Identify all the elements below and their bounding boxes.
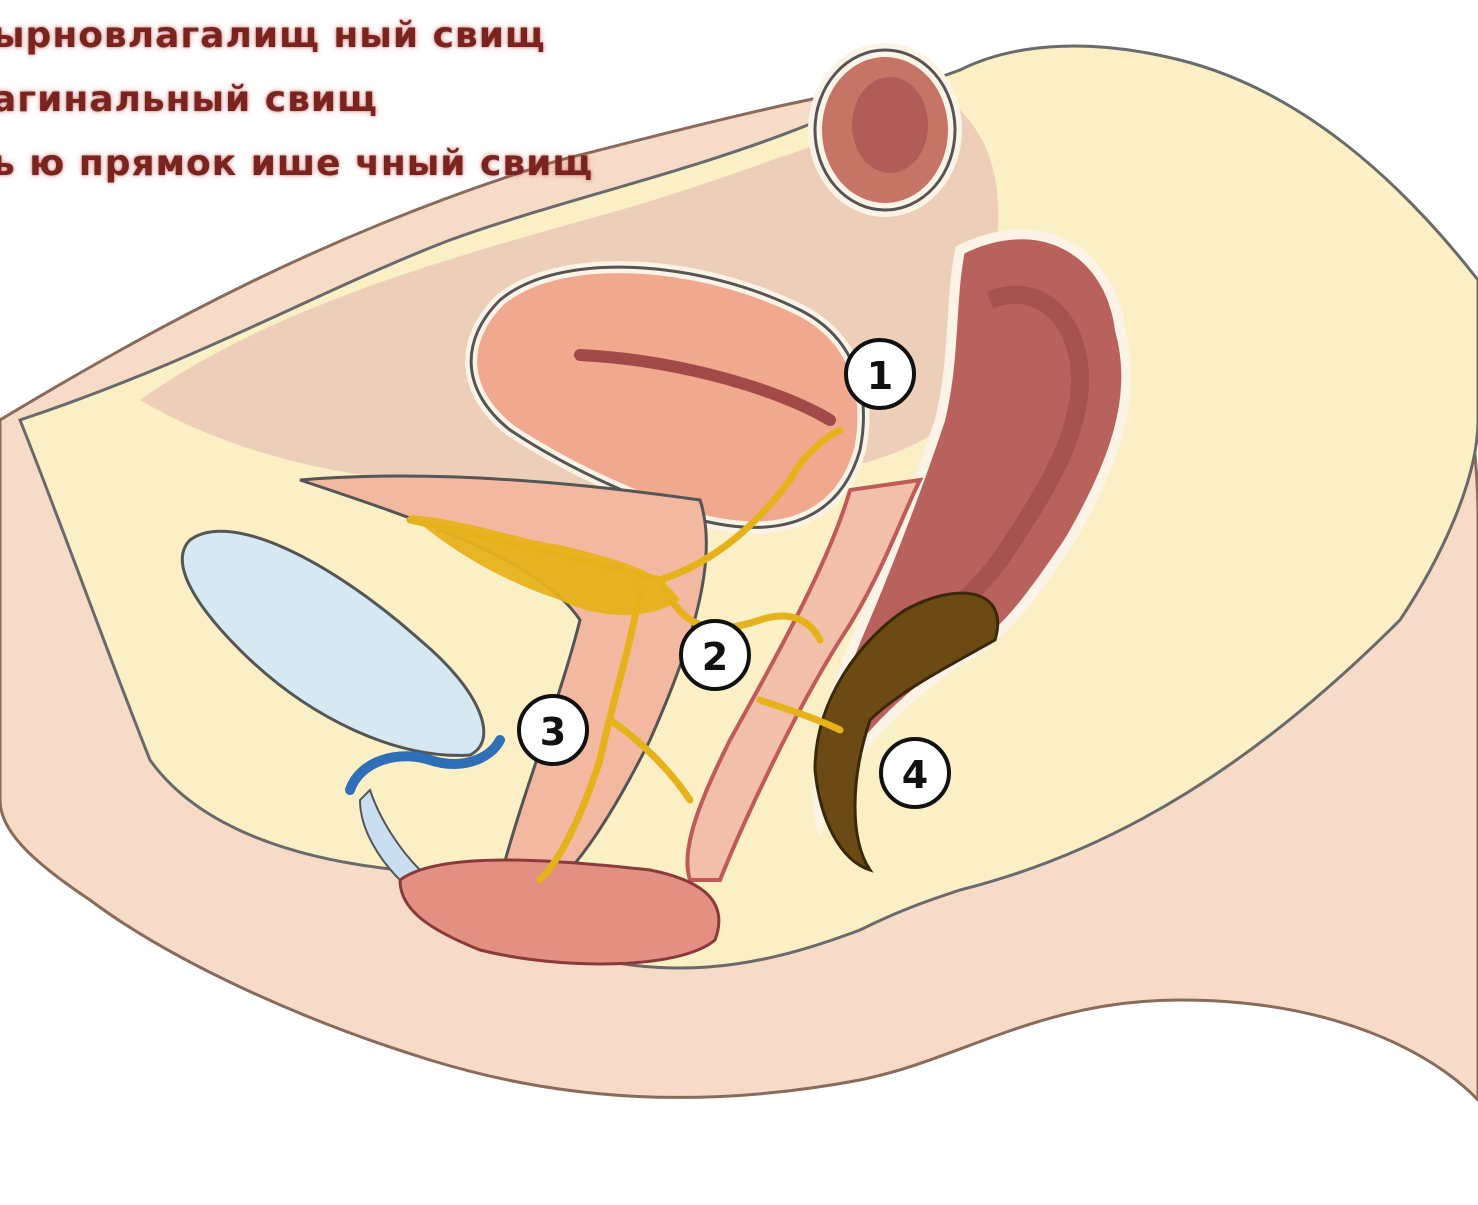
marker-1: 1: [846, 340, 914, 408]
legend-item-2: агинальный свищ: [0, 82, 378, 118]
marker-3: 3: [519, 696, 587, 764]
legend-item-1: ырновлагалищ ный свищ: [0, 18, 546, 54]
marker-4-label: 4: [902, 753, 928, 797]
legend-item-3: ь ю прямок ише чный свищ: [0, 146, 593, 182]
marker-1-label: 1: [867, 354, 893, 398]
marker-4: 4: [881, 739, 949, 807]
marker-2-label: 2: [702, 635, 728, 679]
marker-3-label: 3: [540, 710, 566, 754]
marker-2: 2: [681, 621, 749, 689]
